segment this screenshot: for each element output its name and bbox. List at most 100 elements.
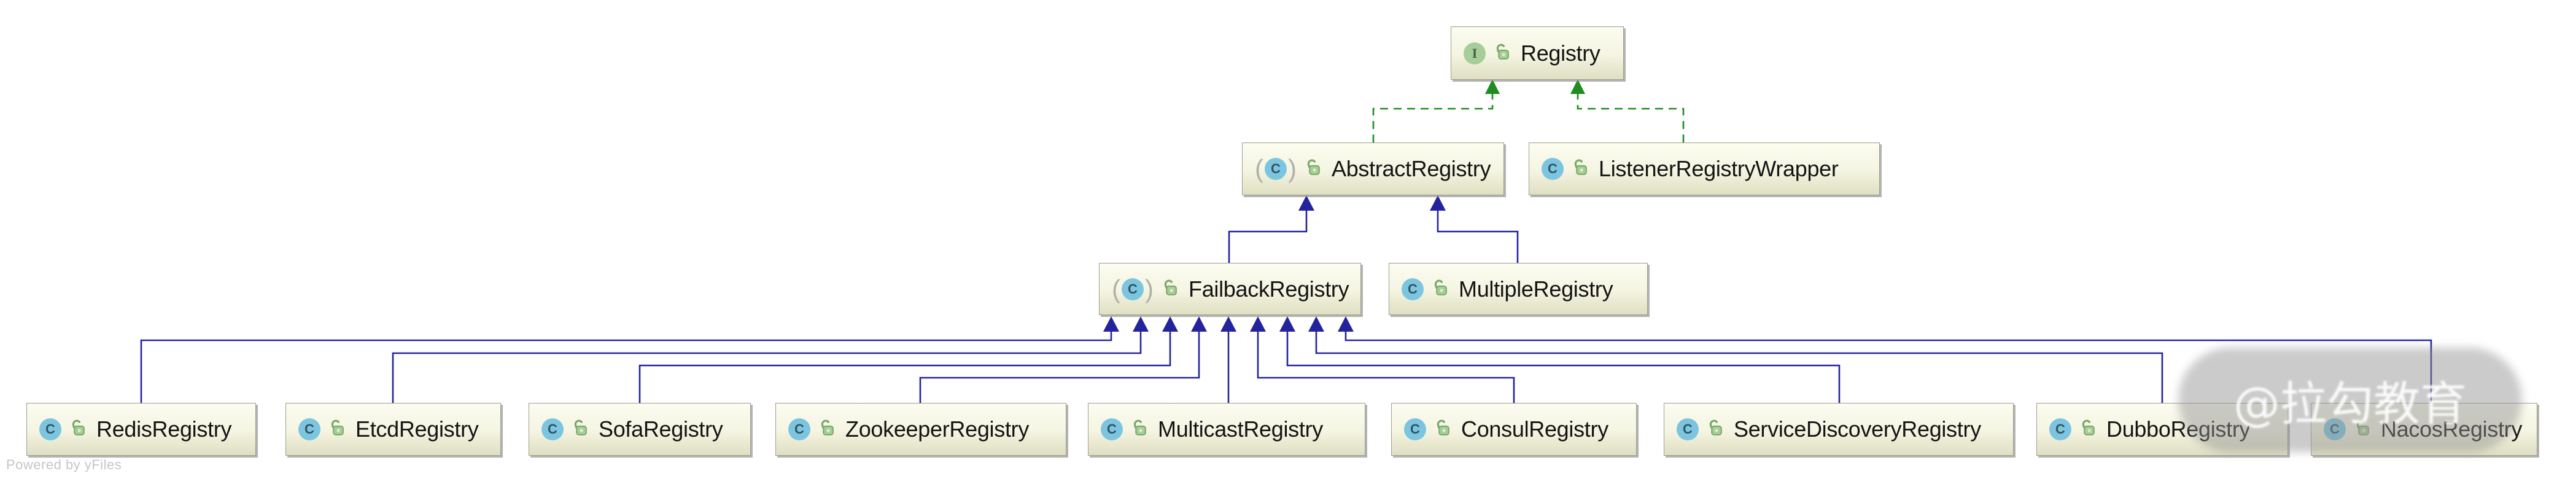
abstract-paren-icon: ( (1255, 154, 1263, 183)
open-lock-icon (1131, 418, 1148, 440)
edge-listenerregistrywrapper-implements-registry (1577, 93, 1685, 142)
class-name-label: ZookeeperRegistry (845, 416, 1030, 442)
arrowhead-extends-icon (1191, 316, 1207, 332)
class-name-label: EtcdRegistry (355, 416, 479, 442)
arrowhead-extends-icon (1162, 316, 1178, 332)
class-ball-icon: C (2324, 418, 2346, 440)
class-node-nacos-registry[interactable]: C NacosRegistry (2311, 403, 2537, 456)
arrowhead-extends-icon (1133, 316, 1149, 332)
open-lock-icon (329, 418, 346, 440)
interface-icon: I (1464, 42, 1486, 64)
open-lock-icon (1305, 158, 1322, 180)
edge-redisregistry-extends-failbackregistry (140, 332, 1112, 403)
class-ball-icon: C (298, 418, 320, 440)
edge-dubboregistry-extends-failbackregistry (1315, 332, 2163, 403)
class-name-label: ServiceDiscoveryRegistry (1734, 416, 1981, 442)
edge-etcdregistry-extends-failbackregistry (392, 332, 1142, 403)
class-icon: C (1101, 418, 1123, 440)
class-ball-icon: C (1101, 418, 1123, 440)
abstract-paren-icon: ) (1145, 274, 1154, 303)
class-name-label: ListenerRegistryWrapper (1599, 156, 1839, 181)
arrowhead-implements-icon (1570, 79, 1585, 94)
class-name-label: SofaRegistry (599, 416, 723, 442)
class-ball-icon: (C) (1112, 274, 1154, 303)
open-lock-icon (819, 418, 836, 440)
class-icon: C (2049, 418, 2071, 440)
edge-servicediscoveryregistry-extends-failbackregistry (1286, 332, 1841, 403)
class-ball-icon: C (788, 418, 810, 440)
open-lock-icon (572, 418, 589, 440)
arrowhead-implements-icon (1485, 79, 1500, 94)
arrowhead-extends-icon (1308, 316, 1324, 332)
class-name-label: NacosRegistry (2381, 416, 2523, 442)
class-icon: C (1542, 158, 1564, 180)
class-node-redis-registry[interactable]: C RedisRegistry (26, 403, 256, 456)
class-icon: C (298, 418, 320, 440)
class-node-service-discovery-registry[interactable]: C ServiceDiscoveryRegistry (1664, 403, 2014, 456)
class-ball-icon: C (2049, 418, 2071, 440)
class-icon: C (1677, 418, 1699, 440)
class-node-multiple-registry[interactable]: C MultipleRegistry (1389, 263, 1648, 315)
class-name-label: FailbackRegistry (1189, 276, 1349, 302)
class-node-consul-registry[interactable]: C ConsulRegistry (1391, 403, 1637, 456)
open-lock-icon (1707, 418, 1724, 440)
class-icon: C (541, 418, 564, 440)
class-name-label: AbstractRegistry (1332, 156, 1491, 181)
edge-nacosregistry-extends-failbackregistry (1344, 332, 2432, 403)
class-node-sofa-registry[interactable]: C SofaRegistry (529, 403, 751, 456)
arrowhead-extends-icon (1279, 316, 1295, 332)
class-icon: C (1404, 418, 1426, 440)
class-name-label: MultipleRegistry (1459, 276, 1613, 302)
class-node-failback-registry[interactable]: (C) FailbackRegistry (1099, 263, 1361, 315)
class-ball-icon: C (39, 418, 61, 440)
open-lock-icon (1435, 418, 1451, 440)
class-name-label: MulticastRegistry (1158, 416, 1323, 442)
arrowhead-extends-icon (1298, 195, 1314, 211)
class-name-label: Registry (1521, 40, 1600, 66)
class-icon: C (39, 418, 61, 440)
class-name-label: ConsulRegistry (1461, 416, 1608, 442)
edge-zookeeperregistry-extends-failbackregistry (919, 332, 1200, 403)
class-node-listener-registry-wrapper[interactable]: C ListenerRegistryWrapper (1529, 142, 1880, 195)
open-lock-icon (1432, 278, 1449, 300)
edge-sofaregistry-extends-failbackregistry (638, 332, 1171, 403)
class-name-label: DubboRegistry (2106, 416, 2251, 442)
arrowhead-extends-icon (1220, 316, 1236, 332)
open-lock-icon (70, 418, 87, 440)
abstract-paren-icon: ) (1288, 154, 1297, 183)
class-icon: C (1265, 158, 1287, 180)
arrowhead-extends-icon (1338, 316, 1354, 332)
class-icon: C (1402, 278, 1424, 300)
class-node-abstract-registry[interactable]: (C) AbstractRegistry (1242, 142, 1504, 195)
class-node-dubbo-registry[interactable]: C DubboRegistry (2036, 403, 2288, 456)
class-node-registry[interactable]: I Registry (1451, 26, 1624, 80)
edge-abstractregistry-implements-registry (1372, 93, 1494, 142)
open-lock-icon (1572, 158, 1589, 180)
arrowhead-extends-icon (1250, 316, 1266, 332)
class-node-zookeeper-registry[interactable]: C ZookeeperRegistry (775, 403, 1066, 456)
class-ball-icon: C (1677, 418, 1699, 440)
class-ball-icon: C (1542, 158, 1564, 180)
edge-consulregistry-extends-failbackregistry (1257, 332, 1515, 403)
arrowhead-extends-icon (1103, 316, 1119, 332)
class-name-label: RedisRegistry (96, 416, 232, 442)
class-icon: C (1122, 278, 1144, 300)
open-lock-icon (2354, 418, 2371, 440)
class-ball-icon: C (1402, 278, 1424, 300)
open-lock-icon (1494, 42, 1511, 64)
arrowhead-extends-icon (1430, 195, 1446, 211)
class-node-multicast-registry[interactable]: C MulticastRegistry (1088, 403, 1365, 456)
class-node-etcd-registry[interactable]: C EtcdRegistry (285, 403, 501, 456)
open-lock-icon (2080, 418, 2097, 440)
class-icon: C (788, 418, 810, 440)
powered-by-yfiles-label: Powered by yFiles (6, 457, 122, 472)
open-lock-icon (1162, 278, 1179, 300)
class-ball-icon: (C) (1255, 154, 1297, 183)
edge-multipleregistry-extends-abstractregistry (1437, 211, 1519, 263)
class-ball-icon: C (1404, 418, 1426, 440)
class-icon: C (2324, 418, 2346, 440)
class-ball-icon: C (541, 418, 564, 440)
abstract-paren-icon: ( (1112, 274, 1120, 303)
